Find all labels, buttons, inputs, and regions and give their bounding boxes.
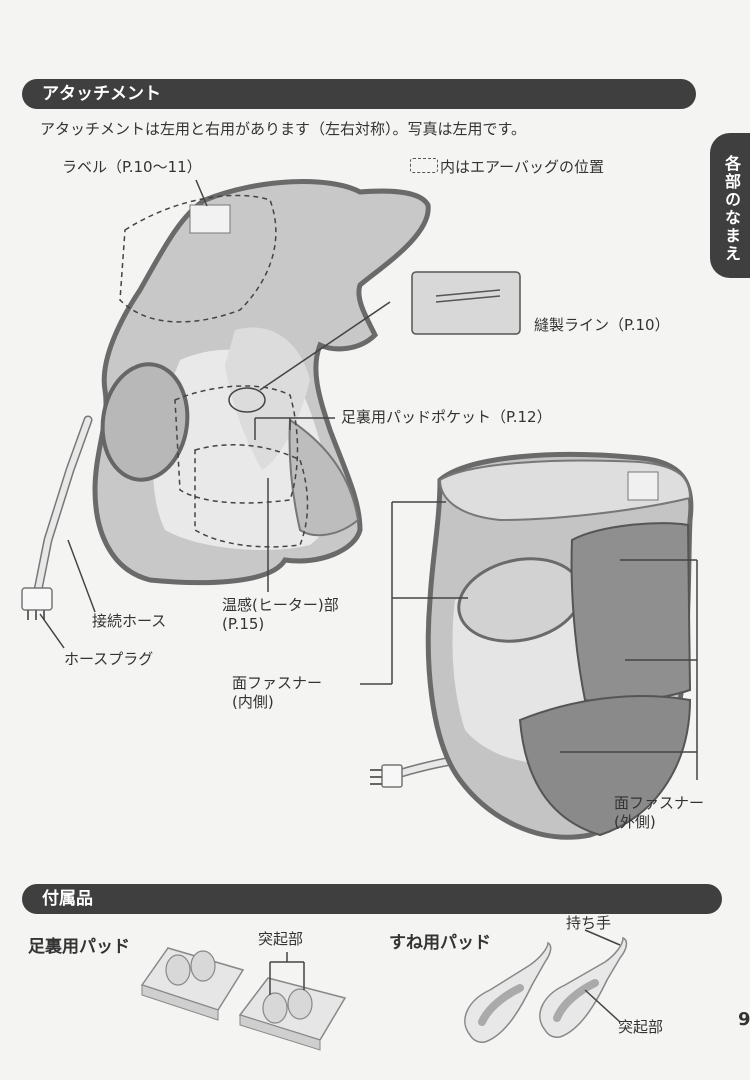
fastener-inner-callout: 面ファスナー (内側) — [232, 674, 322, 712]
heater-callout-line1: 温感(ヒーター)部 — [222, 596, 339, 614]
label-callout: ラベル（P.10〜11） — [62, 158, 202, 176]
fastener-inner-line1: 面ファスナー — [232, 674, 323, 692]
side-tab-label: 各部のなまえ — [722, 155, 741, 263]
section-header-accessories: 付属品 — [22, 884, 722, 914]
dashed-box-icon — [410, 158, 438, 173]
sole-pad-title: 足裏用パッド — [28, 937, 130, 957]
fastener-outer-line1: 面ファスナー — [614, 794, 705, 812]
section-title-accessories: 付属品 — [42, 889, 93, 909]
attachment-intro-text: アタッチメントは左用と右用があります（左右対称）。写真は左用です。 — [40, 120, 527, 138]
airbag-legend: 内はエアーバッグの位置 — [410, 158, 604, 177]
sole-pocket-callout: 足裏用パッドポケット（P.12） — [341, 408, 552, 426]
side-tab: 各部のなまえ — [710, 133, 750, 278]
sole-pad-illustration — [140, 947, 347, 1051]
attachment-right-illustration — [360, 452, 698, 840]
heater-callout-line2: (P.15) — [222, 615, 265, 633]
shin-pad-title: すね用パッド — [389, 933, 491, 953]
hose-callout: 接続ホース — [92, 612, 167, 630]
section-title-attachment: アタッチメント — [42, 84, 161, 104]
attachment-left-illustration — [21, 179, 431, 649]
shin-pad-illustration — [464, 929, 628, 1043]
sewing-line-callout: 縫製ライン（P.10） — [534, 316, 670, 334]
page-number: 9 — [738, 1009, 750, 1030]
protrusion-bottom-callout: 突起部 — [618, 1018, 664, 1036]
handle-callout: 持ち手 — [566, 914, 612, 932]
fastener-inner-line2: (内側) — [232, 693, 274, 711]
sewing-line-inset — [411, 271, 521, 335]
heater-callout: 温感(ヒーター)部 (P.15) — [222, 596, 339, 634]
fastener-outer-callout: 面ファスナー (外側) — [614, 794, 704, 832]
section-header-attachment: アタッチメント — [22, 79, 696, 109]
airbag-legend-text: 内はエアーバッグの位置 — [440, 158, 604, 176]
fastener-outer-line2: (外側) — [614, 813, 656, 831]
protrusion-top-callout: 突起部 — [258, 930, 304, 948]
hose-plug-callout: ホースプラグ — [64, 650, 154, 668]
